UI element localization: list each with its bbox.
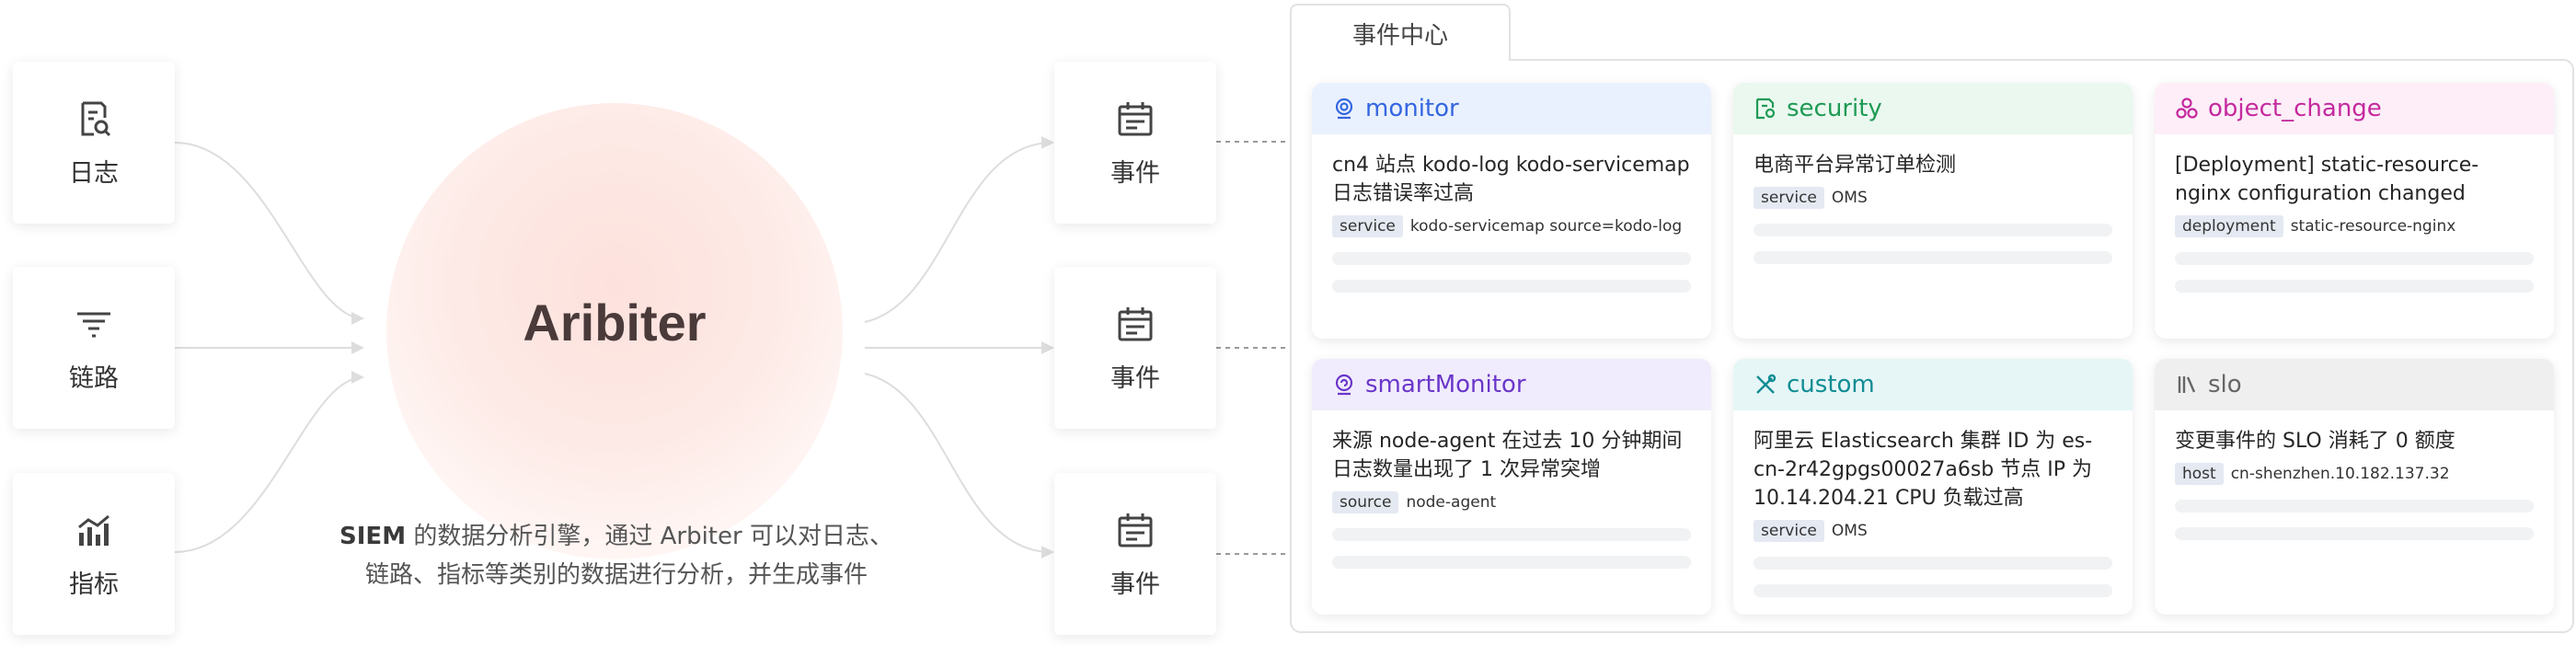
placeholder-line [2175, 280, 2534, 293]
event-type-label: slo [2208, 371, 2242, 398]
event-card-smart-monitor[interactable]: smartMonitor 来源 node-agent 在过去 10 分钟期间日志… [1312, 359, 1711, 615]
trace-filter-icon [77, 312, 110, 337]
tag-key: deployment [2175, 215, 2283, 237]
event-card-header: smartMonitor [1312, 359, 1711, 410]
event-card-header: security [1733, 83, 2133, 134]
smart-monitor-icon [1335, 374, 1353, 396]
arrowhead-out-3 [1041, 546, 1054, 559]
placeholder-line [1332, 252, 1691, 265]
tag-value: kodo-servicemap source=kodo-log [1409, 217, 1683, 236]
connector-out-1 [864, 142, 1050, 323]
arrowhead-out-1 [1041, 136, 1054, 149]
engine-desc-line2: 链路、指标等类别的数据进行分析，并生成事件 [364, 561, 868, 589]
event-card-object-change[interactable]: object_change [Deployment] static-resour… [2155, 83, 2554, 339]
calendar-icon [1118, 306, 1153, 340]
event-type-label: security [1787, 95, 1882, 122]
event-type-label: monitor [1365, 95, 1459, 122]
event-tag: host cn-shenzhen.10.182.137.32 [2175, 463, 2534, 485]
tag-key: service [1754, 520, 1824, 542]
event-tag: service OMS [1754, 520, 2112, 542]
placeholder-line [2175, 252, 2534, 265]
placeholder-line [2175, 500, 2534, 513]
event-type-label: smartMonitor [1365, 371, 1526, 398]
tag-value: node-agent [1406, 493, 1497, 512]
source-card-log: 日志 [13, 62, 175, 224]
connector-out-3 [864, 373, 1050, 553]
placeholder-line [1332, 280, 1691, 293]
event-type-label: object_change [2208, 95, 2382, 122]
output-card-event-2: 事件 [1054, 267, 1216, 429]
arrowhead-in-1 [351, 312, 364, 325]
source-label-metric: 指标 [69, 570, 119, 599]
event-card-monitor[interactable]: monitor cn4 站点 kodo-log kodo-servicemap … [1312, 83, 1711, 339]
output-card-event-1: 事件 [1054, 62, 1216, 224]
calendar-icon [1118, 101, 1153, 135]
event-card-header: object_change [2155, 83, 2554, 134]
event-title: [Deployment] static-resource-nginx confi… [2175, 154, 2479, 205]
tag-key: service [1754, 187, 1824, 209]
object-change-icon [2176, 98, 2198, 119]
slo-icon [2178, 376, 2196, 393]
arrowhead-in-3 [351, 371, 364, 384]
engine-title: Aribiter [523, 294, 707, 352]
output-label-event-1: 事件 [1110, 158, 1160, 188]
event-type-label: custom [1787, 371, 1875, 398]
placeholder-line [1754, 251, 2112, 264]
event-title: 阿里云 Elasticsearch 集群 ID 为 es-cn-2r42gpgs… [1754, 430, 2093, 510]
event-center-tab[interactable]: 事件中心 [1290, 4, 1511, 61]
source-label-log: 日志 [69, 158, 119, 188]
event-card-security[interactable]: security 电商平台异常订单检测 service OMS [1733, 83, 2133, 339]
engine-desc-bold: SIEM [339, 523, 407, 550]
tag-value: OMS [1831, 189, 1868, 207]
source-label-trace: 链路 [69, 363, 119, 393]
tag-key: service [1332, 215, 1403, 237]
output-label-event-3: 事件 [1110, 570, 1160, 599]
arrowhead-out-2 [1041, 341, 1054, 354]
event-title: 电商平台异常订单检测 [1754, 154, 1957, 177]
monitor-icon [1335, 98, 1353, 120]
event-title: 来源 node-agent 在过去 10 分钟期间日志数量出现了 1 次异常突增 [1332, 430, 1683, 481]
event-title: cn4 站点 kodo-log kodo-servicemap 日志错误率过高 [1332, 154, 1690, 205]
event-card-custom[interactable]: custom 阿里云 Elasticsearch 集群 ID 为 es-cn-2… [1733, 359, 2133, 615]
source-card-metric: 指标 [13, 473, 175, 635]
event-card-slo[interactable]: slo 变更事件的 SLO 消耗了 0 额度 host cn-shenzhen.… [2155, 359, 2554, 615]
event-title: 变更事件的 SLO 消耗了 0 额度 [2175, 430, 2455, 453]
event-card-header: slo [2155, 359, 2554, 410]
event-tag: service OMS [1754, 187, 2112, 209]
connector-log [174, 142, 362, 319]
security-icon [1755, 98, 1776, 120]
placeholder-line [1332, 556, 1691, 569]
calendar-icon [1118, 513, 1153, 547]
event-tag: service kodo-servicemap source=kodo-log [1332, 215, 1691, 237]
event-tag: deployment static-resource-nginx [2175, 215, 2534, 237]
connector-metric [174, 376, 362, 553]
tag-value: OMS [1831, 522, 1868, 540]
tag-value: cn-shenzhen.10.182.137.32 [2230, 465, 2450, 483]
engine-desc-line1: 的数据分析引擎，通过 Arbiter 可以对日志、 [406, 523, 893, 550]
placeholder-line [2175, 527, 2534, 540]
event-tag: source node-agent [1332, 491, 1691, 513]
placeholder-line [1754, 224, 2112, 236]
event-card-header: custom [1733, 359, 2133, 410]
arbiter-engine-circle [386, 103, 843, 559]
tag-key: host [2175, 463, 2224, 485]
output-label-event-2: 事件 [1110, 363, 1160, 393]
placeholder-line [1754, 584, 2112, 597]
output-card-event-3: 事件 [1054, 473, 1216, 635]
tag-value: static-resource-nginx [2290, 217, 2456, 236]
metric-chart-icon [78, 514, 109, 546]
tag-key: source [1332, 491, 1399, 513]
custom-tools-icon [1756, 374, 1777, 394]
log-search-icon [81, 101, 111, 136]
placeholder-line [1754, 557, 2112, 570]
placeholder-line [1332, 528, 1691, 541]
engine-description: SIEM 的数据分析引擎，通过 Arbiter 可以对日志、 链路、指标等类别的… [304, 517, 929, 594]
event-card-header: monitor [1312, 83, 1711, 134]
source-card-trace: 链路 [13, 267, 175, 429]
arrowhead-in-2 [351, 341, 364, 354]
